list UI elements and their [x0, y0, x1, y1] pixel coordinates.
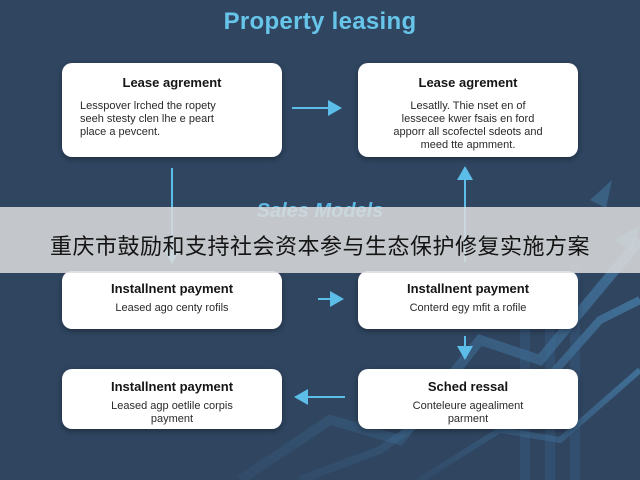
card-installment-payment-1: Installnent payment Leased ago centy rof…: [62, 271, 282, 329]
card-line: place a pevcent.: [80, 126, 161, 138]
card-title: Sched ressal: [427, 379, 509, 394]
card-title: Lease agrement: [418, 75, 518, 90]
card-line: lessecee kwer fsais en ford: [401, 113, 535, 125]
card-title: Installnent payment: [110, 379, 234, 394]
card-body: Lesatlly. Thie nset en of lessecee kwer …: [372, 100, 564, 152]
card-line: Lesatlly. Thie nset en of: [410, 100, 526, 112]
card-body: Leased ago centy rofils: [76, 302, 268, 315]
card-line: meed tte apmment.: [420, 139, 516, 151]
card-title: Installnent payment: [110, 281, 234, 296]
card-body: Leased agp oetlile corpis payment: [76, 400, 268, 426]
card-lease-agreement-2: Lease agrement Lesatlly. Thie nset en of…: [358, 63, 578, 157]
card-body: Conteleure agealiment parment: [372, 400, 564, 426]
card-line: parment: [447, 413, 489, 425]
card-title: Installnent payment: [406, 281, 530, 296]
card-title: Lease agrement: [122, 75, 222, 90]
page-title: Property leasing: [223, 8, 417, 35]
card-sched-ressal: Sched ressal Conteleure agealiment parme…: [358, 369, 578, 429]
caption-overlay-text: 重庆市鼓励和支持社会资本参与生态保护修复实施方案: [49, 235, 590, 260]
card-installment-payment-3: Installnent payment Leased agp oetlile c…: [62, 369, 282, 429]
card-line: Leased ago centy rofils: [115, 302, 229, 314]
card-line: Leased agp oetlile corpis: [111, 400, 233, 412]
card-line: Conteleure agealiment: [412, 400, 524, 412]
card-line: Conterd egy mfit a rofile: [409, 302, 527, 314]
card-body: Lesspover lrched the ropety seeh stesty …: [76, 100, 268, 139]
card-line: Lesspover lrched the ropety: [80, 100, 216, 112]
card-installment-payment-2: Installnent payment Conterd egy mfit a r…: [358, 271, 578, 329]
caption-overlay-band: [0, 207, 640, 273]
card-line: seeh stesty clen lhe e peart: [80, 113, 214, 125]
card-body: Conterd egy mfit a rofile: [372, 302, 564, 315]
card-line: payment: [150, 413, 194, 425]
card-line: apporr all scofectel sdeots and: [393, 126, 543, 138]
card-lease-agreement-1: Lease agrement Lesspover lrched the rope…: [62, 63, 282, 157]
